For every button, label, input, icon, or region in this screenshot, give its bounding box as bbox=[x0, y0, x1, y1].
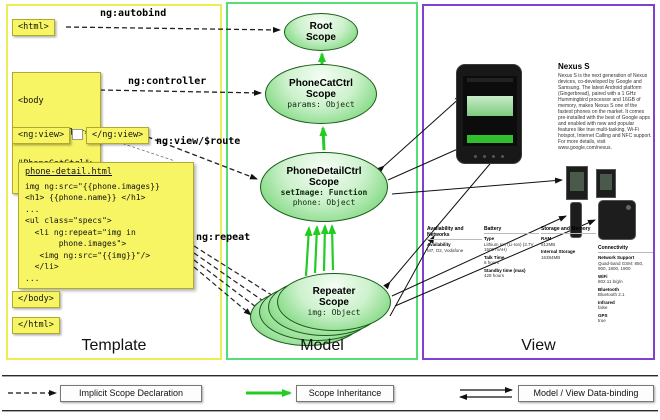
spec-row: Availability M7, O2, Vodafone bbox=[427, 242, 482, 253]
scope-name: Repeater bbox=[312, 286, 356, 297]
code-line: <li ng:repeat="img in bbox=[25, 227, 136, 237]
legend-data-binding-label: Model / View Data-binding bbox=[518, 385, 654, 402]
code-line: phone.images"> bbox=[25, 239, 127, 248]
spec-value: 512MB bbox=[541, 241, 556, 247]
spec-label: WiFi bbox=[598, 273, 608, 279]
spec-label: Network Support bbox=[598, 255, 635, 260]
ng-view-close-tag: </ng:view> bbox=[86, 127, 150, 144]
ng-repeat-annotation: ng:repeat bbox=[196, 232, 251, 243]
code-line: ... bbox=[25, 273, 40, 283]
spec-value: true bbox=[598, 318, 606, 323]
spec-column-connectivity: Connectivity Network Support Quad-band G… bbox=[598, 245, 653, 326]
spec-row: RAM 512MB bbox=[541, 236, 596, 247]
spec-row: WiFi 802.11 b/g/n bbox=[598, 274, 653, 285]
scope-property: setImage: Function bbox=[280, 188, 368, 197]
phone-nav-buttons bbox=[457, 155, 521, 158]
nav-dot bbox=[474, 155, 477, 158]
code-line: ... bbox=[25, 204, 40, 214]
scope-name: PhoneDetailCtrl bbox=[286, 166, 362, 177]
ng-autobind-annotation: ng:autobind bbox=[100, 8, 167, 19]
phone-name-heading: Nexus S bbox=[558, 62, 590, 71]
scope-name: PhoneCatCtrl bbox=[289, 78, 353, 89]
view-panel-label: View bbox=[521, 337, 556, 354]
phone-thumbnail-front-2 bbox=[596, 169, 616, 198]
legend-bottom-rule bbox=[2, 410, 658, 412]
ng-view-route-annotation: ng:view/$route bbox=[156, 136, 241, 147]
spec-value: 802.11 b/g/n bbox=[598, 279, 623, 284]
code-line: <ul class="specs"> bbox=[25, 216, 112, 225]
spec-value: Lithium Ion (Li-Ion) (3.7V 1500 mAH) bbox=[484, 241, 534, 253]
ng-controller-annotation: ng:controller bbox=[128, 76, 207, 87]
repeater-scope-ellipse: Repeater Scope img: Object bbox=[277, 273, 391, 331]
scope-name: Scope bbox=[305, 89, 336, 100]
spec-row: Type Lithium Ion (Li-Ion) (3.7V 1500 mAH… bbox=[484, 236, 539, 253]
phone-description: Nexus S is the next generation of Nexus … bbox=[558, 73, 652, 151]
spec-value: 6 hours bbox=[484, 260, 500, 265]
root-scope-ellipse: Root Scope bbox=[284, 13, 358, 51]
html-close-tag: </html> bbox=[12, 317, 60, 334]
phone-screen bbox=[463, 76, 517, 146]
nexus-phone-image bbox=[456, 64, 522, 164]
spec-row: Network Support Quad-band GSM: 850, 900,… bbox=[598, 255, 653, 272]
spec-row: Standby time (max) 428 hours bbox=[484, 268, 539, 279]
spec-value: Quad-band GSM: 850, 900, 1800, 1900 bbox=[598, 260, 644, 272]
phone-statusbar bbox=[467, 78, 513, 82]
spec-label: Bluetooth bbox=[598, 286, 619, 292]
scope-name: Scope bbox=[308, 177, 339, 188]
spec-row: Bluetooth Bluetooth 2.1 bbox=[598, 287, 653, 298]
spec-header: Storage and Memory bbox=[541, 226, 596, 234]
spec-row: GPS true bbox=[598, 313, 653, 324]
spec-value: 16384MB bbox=[541, 254, 561, 260]
code-line: <img ng:src="{{img}}"/> bbox=[25, 250, 151, 260]
spec-label: Infrared bbox=[598, 299, 615, 305]
code-line: img ng:src="{{phone.images}} bbox=[25, 181, 160, 191]
spec-header: Connectivity bbox=[598, 245, 653, 253]
phonecatctrl-scope-ellipse: PhoneCatCtrl Scope params: Object bbox=[265, 64, 377, 124]
nav-dot bbox=[501, 155, 504, 158]
spec-row: Infrared false bbox=[598, 300, 653, 311]
model-panel-label: Model bbox=[300, 337, 344, 354]
spec-row: Internal Storage 16384MB bbox=[541, 249, 596, 260]
spec-column-storage: Storage and Memory RAM 512MB Internal St… bbox=[541, 226, 596, 262]
ng-view-open-tag: <ng:view> bbox=[12, 127, 71, 144]
phonedetailctrl-scope-ellipse: PhoneDetailCtrl Scope setImage: Function… bbox=[260, 152, 388, 222]
scope-property: phone: Object bbox=[292, 198, 356, 207]
spec-column-availability: Availability and Networks Availability M… bbox=[427, 226, 482, 255]
spec-value: false bbox=[598, 305, 608, 310]
body-open-line1: <body bbox=[18, 96, 44, 106]
spec-value: 428 hours bbox=[484, 273, 505, 278]
spec-row: Talk Time 6 hours bbox=[484, 255, 539, 266]
legend-scope-inheritance-label: Scope Inheritance bbox=[296, 385, 394, 402]
code-line: <h1> {{phone.name}} </h1> bbox=[25, 193, 146, 202]
spec-value: Bluetooth 2.1 bbox=[598, 292, 625, 297]
scope-name: Root bbox=[309, 21, 333, 32]
nav-dot bbox=[483, 155, 486, 158]
legend-implicit-scope-label: Implicit Scope Declaration bbox=[60, 385, 202, 402]
code-title: phone-detail.html bbox=[25, 167, 112, 177]
phone-screen-content bbox=[467, 96, 513, 116]
spec-label: GPS bbox=[598, 312, 608, 318]
spec-header: Availability and Networks bbox=[427, 226, 482, 240]
scope-property: img: Object bbox=[307, 308, 361, 317]
thumbnail-screen bbox=[570, 171, 584, 191]
html-open-tag: <html> bbox=[12, 19, 55, 36]
template-panel-label: Template bbox=[81, 337, 147, 354]
phone-thumbnail-front bbox=[566, 166, 588, 200]
scope-property: params: Object bbox=[287, 100, 355, 109]
phone-screen-bar bbox=[467, 135, 513, 143]
thumbnail-camera-dot bbox=[626, 205, 631, 210]
ng-view-placeholder-box bbox=[72, 129, 83, 140]
scope-name: Scope bbox=[305, 32, 336, 43]
spec-header: Battery bbox=[484, 226, 539, 234]
phone-thumbnail-back bbox=[598, 200, 636, 240]
body-close-tag: </body> bbox=[12, 291, 60, 308]
nav-dot bbox=[492, 155, 495, 158]
thumbnail-screen bbox=[599, 174, 613, 191]
spec-column-battery: Battery Type Lithium Ion (Li-Ion) (3.7V … bbox=[484, 226, 539, 281]
legend-top-rule bbox=[2, 375, 658, 377]
spec-value: M7, O2, Vodafone bbox=[427, 247, 464, 253]
phone-detail-template-code: phone-detail.html img ng:src="{{phone.im… bbox=[18, 162, 194, 289]
scope-name: Scope bbox=[318, 297, 349, 308]
code-line: </li> bbox=[25, 262, 59, 271]
